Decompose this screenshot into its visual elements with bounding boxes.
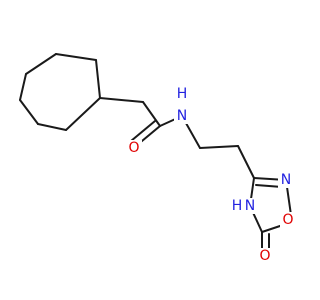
bond-ring-2 — [55, 53, 97, 61]
bond-ch2-carbonyl — [142, 101, 161, 127]
ring-nh-h-label: H — [232, 198, 243, 214]
bonds — [19, 53, 293, 255]
bond-ch2a-ch2b — [199, 145, 239, 149]
bond-ring-7 — [65, 97, 101, 131]
molecule-structure: N H O N O H N O — [19, 53, 296, 264]
bond-ring-3 — [25, 53, 57, 75]
ring-o-label: O — [282, 212, 293, 228]
amide-h-label: H — [177, 86, 188, 102]
bond-ring-5 — [19, 99, 39, 125]
amide-n-label: N — [177, 108, 187, 124]
bond-carbonyl-o-2 — [130, 120, 156, 142]
bond-c3-n-top-2 — [255, 184, 283, 188]
bond-ch2b-c3 — [237, 145, 255, 179]
bond-ring-6 — [37, 123, 67, 131]
bond-ring-1 — [95, 59, 101, 99]
atom-labels: N H O N O H N O — [126, 85, 296, 264]
carbonyl-o-label: O — [128, 140, 139, 156]
ring-nh-n-label: N — [245, 198, 255, 214]
bond-ring-ch2 — [99, 97, 144, 103]
ring-n-top-label: N — [281, 172, 291, 188]
lactone-o-label: O — [259, 248, 270, 264]
bond-ring-4 — [19, 73, 27, 101]
